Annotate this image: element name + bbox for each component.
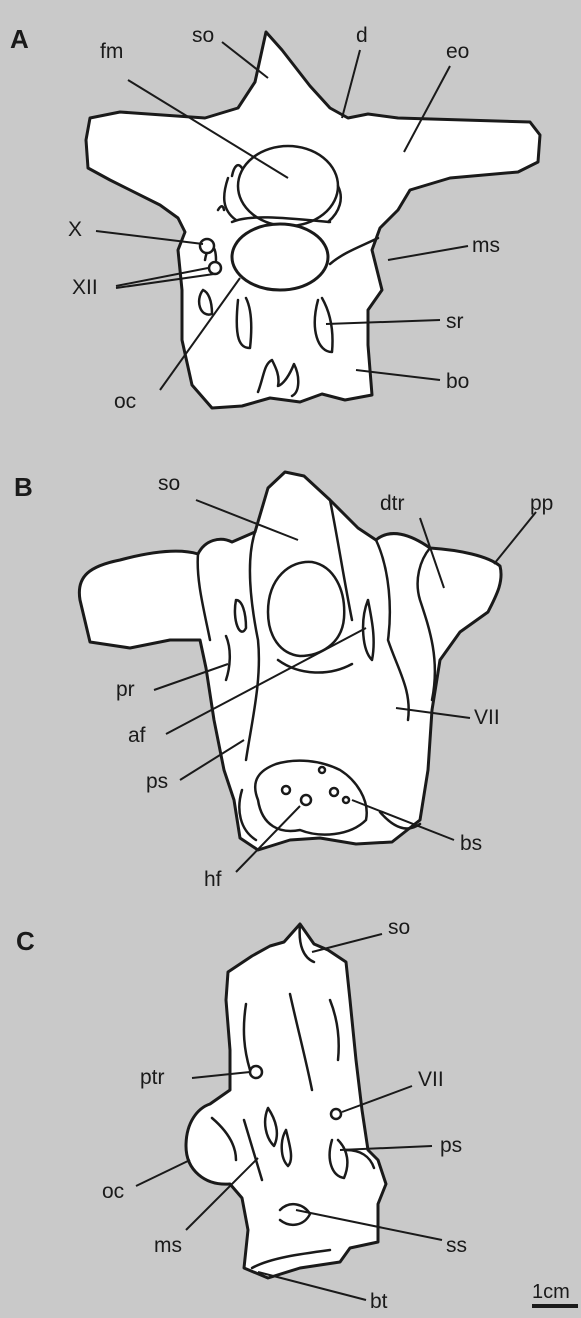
label-sr: sr: [446, 310, 464, 333]
label-ptr: ptr: [140, 1066, 165, 1089]
label-oc: oc: [114, 390, 136, 413]
foramen-magnum: [238, 146, 338, 226]
leader-oc-c: [136, 1160, 190, 1186]
basisphenoid-foramen-4: [343, 797, 349, 803]
label-bs: bs: [460, 832, 482, 855]
occipital-condyle: [232, 224, 328, 290]
label-xii: XII: [72, 276, 98, 299]
scale-bar: 1cm: [532, 1281, 578, 1306]
basisphenoid-foramen-2: [330, 788, 338, 796]
label-pr: pr: [116, 678, 135, 701]
panel-a-letter: A: [10, 24, 29, 54]
label-dtr: dtr: [380, 492, 405, 515]
label-bt: bt: [370, 1290, 388, 1313]
basisphenoid-foramen-3: [319, 767, 325, 773]
label-ss: ss: [446, 1234, 467, 1257]
leader-so-c: [312, 934, 382, 952]
panel-c-skull-outline: [186, 924, 386, 1278]
label-eo: eo: [446, 40, 469, 63]
hypophyseal-foramen: [301, 795, 311, 805]
label-oc-c: oc: [102, 1180, 124, 1203]
label-ms-c: ms: [154, 1234, 182, 1257]
label-so-b: so: [158, 472, 180, 495]
basisphenoid-foramen-1: [282, 786, 290, 794]
label-so: so: [192, 24, 214, 47]
posttemporal-foramen: [250, 1066, 262, 1078]
label-x: X: [68, 218, 82, 241]
label-so-c: so: [388, 916, 410, 939]
foramen-magnum-b: [268, 562, 344, 656]
label-fm: fm: [100, 40, 123, 63]
leader-pp: [494, 512, 536, 564]
label-bo: bo: [446, 370, 469, 393]
label-ms: ms: [472, 234, 500, 257]
panel-a: A fm so d eo X XII ms sr oc bo: [10, 24, 540, 413]
label-vii-c: VII: [418, 1068, 444, 1091]
label-pp: pp: [530, 492, 553, 515]
panel-b-letter: B: [14, 472, 33, 502]
panel-c: C so ptr VII ps oc ms ss bt: [16, 916, 467, 1313]
facial-nerve-foramen: [331, 1109, 341, 1119]
leader-ms: [388, 246, 468, 260]
leader-bt: [258, 1272, 366, 1300]
hypoglossal-foramen: [209, 262, 221, 274]
panel-b-skull-outline: [79, 472, 501, 850]
scale-bar-label: 1cm: [532, 1281, 570, 1303]
label-vii-b: VII: [474, 706, 500, 729]
panel-c-letter: C: [16, 926, 35, 956]
leader-d: [342, 50, 360, 118]
label-hf: hf: [204, 868, 222, 891]
label-ps-b: ps: [146, 770, 168, 793]
label-af: af: [128, 724, 146, 747]
label-d: d: [356, 24, 368, 47]
panel-b: B so dtr pp pr af VII ps bs hf: [14, 472, 553, 891]
vagus-foramen: [200, 239, 214, 253]
label-ps-c: ps: [440, 1134, 462, 1157]
